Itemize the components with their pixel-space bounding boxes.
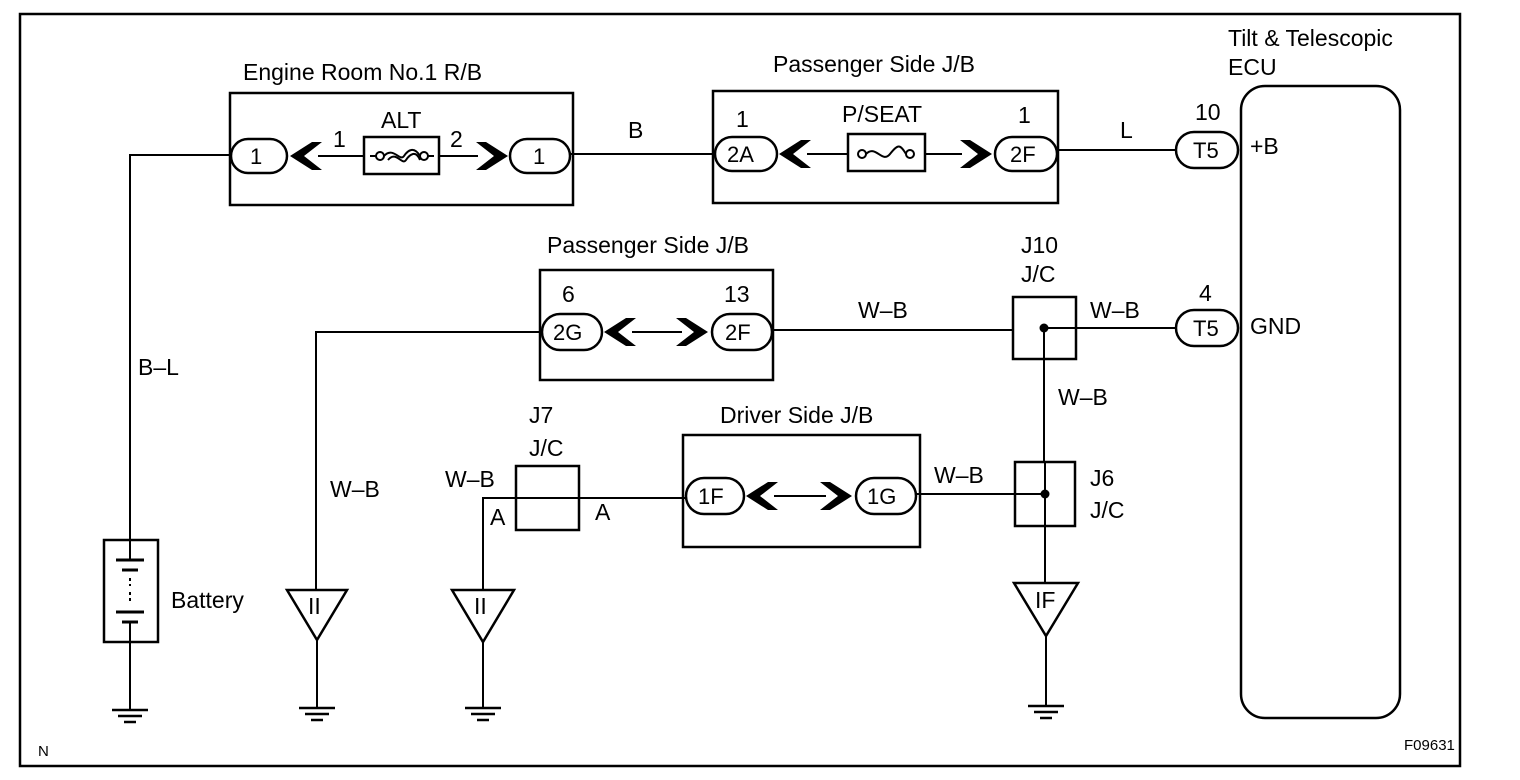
connector-dj-1g-label: 1G bbox=[867, 484, 896, 509]
wire-label-wb-left: W–B bbox=[330, 476, 380, 502]
ground-symbol-battery bbox=[112, 708, 148, 724]
alt-pin-in: 1 bbox=[333, 126, 346, 152]
connector-ecu-t5-bottom bbox=[1174, 308, 1240, 348]
connector-pj-2g bbox=[540, 312, 604, 352]
wire-b-l bbox=[129, 154, 233, 540]
ecu-terminal-plus-b: +B bbox=[1250, 133, 1279, 159]
chevron-pj-mid-right bbox=[676, 318, 708, 346]
j6-label-line2: J/C bbox=[1090, 497, 1125, 523]
chevron-pj-left bbox=[779, 140, 811, 168]
connector-dj-1g bbox=[854, 476, 918, 516]
ground-point-ii-mid-label: II bbox=[474, 593, 487, 619]
ground-symbol-if bbox=[1028, 704, 1064, 720]
j7-pin-a-right: A bbox=[595, 499, 611, 525]
j6-label-line1: J6 bbox=[1090, 465, 1114, 491]
connector-pj-2a bbox=[713, 135, 779, 173]
connector-pj-2f-top-label: 2F bbox=[1010, 142, 1036, 167]
pj-2f-mid-pin: 13 bbox=[724, 281, 750, 307]
connector-er-left bbox=[229, 137, 289, 175]
connector-pj-2a-label: 2A bbox=[727, 142, 754, 167]
j7-pin-a-left: A bbox=[490, 504, 506, 530]
passenger-jb-mid-box bbox=[538, 268, 775, 382]
connector-pj-2g-label: 2G bbox=[553, 320, 582, 345]
ecu-box bbox=[1239, 84, 1402, 720]
connector-dj-1f bbox=[684, 476, 746, 516]
connector-pj-2f-mid bbox=[710, 312, 774, 352]
driver-jb-box bbox=[681, 433, 922, 549]
driver-jb-title: Driver Side J/B bbox=[720, 402, 873, 428]
chevron-dj-left bbox=[746, 482, 778, 510]
ecu-title-line2: ECU bbox=[1228, 54, 1277, 80]
chevron-er-left bbox=[290, 142, 322, 170]
pj-2f-pin: 1 bbox=[1018, 102, 1031, 128]
ecu-gnd-pin: 4 bbox=[1199, 280, 1212, 306]
wire-label-l: L bbox=[1120, 117, 1133, 143]
j7-label-line2: J/C bbox=[529, 435, 564, 461]
figure-id: F09631 bbox=[1404, 737, 1455, 754]
chevron-pj-right bbox=[960, 140, 992, 168]
pj-2g-pin: 6 bbox=[562, 281, 575, 307]
connector-er-right bbox=[508, 137, 572, 175]
ground-point-if-label: IF bbox=[1035, 587, 1055, 613]
fuse-alt-label: ALT bbox=[381, 107, 421, 133]
j10-label-line2: J/C bbox=[1021, 261, 1056, 287]
pj-2a-pin: 1 bbox=[736, 106, 749, 132]
ground-symbol-ii-left bbox=[299, 706, 335, 722]
wire-label-wb-top: W–B bbox=[858, 297, 908, 323]
corner-mark-n: N bbox=[38, 743, 49, 760]
chevron-pj-mid-left bbox=[604, 318, 636, 346]
ground-point-ii-left-label: II bbox=[308, 593, 321, 619]
diagram-frame bbox=[18, 12, 1462, 768]
engine-room-rb-box bbox=[228, 91, 575, 207]
wire-wb-left bbox=[315, 331, 544, 592]
wire-label-wb-j7: W–B bbox=[445, 466, 495, 492]
connector-er-left-label: 1 bbox=[250, 144, 262, 169]
passenger-jb-top-title: Passenger Side J/B bbox=[773, 51, 975, 77]
ground-point-if bbox=[1011, 581, 1081, 639]
connector-dj-1f-label: 1F bbox=[698, 484, 724, 509]
ground-point-ii-left bbox=[284, 588, 350, 643]
alt-pin-out: 2 bbox=[450, 126, 463, 152]
connector-ecu-t5-top bbox=[1174, 130, 1240, 170]
passenger-jb-mid-title: Passenger Side J/B bbox=[547, 232, 749, 258]
chevron-er-right bbox=[476, 142, 508, 170]
fuse-p-seat bbox=[846, 132, 927, 173]
wire-label-b: B bbox=[628, 117, 643, 143]
ground-point-ii-mid bbox=[449, 588, 517, 645]
j7-label-line1: J7 bbox=[529, 402, 553, 428]
chevron-dj-right bbox=[820, 482, 852, 510]
ecu-b-pin: 10 bbox=[1195, 99, 1221, 125]
ecu-title-line1: Tilt & Telescopic bbox=[1228, 25, 1393, 51]
connector-er-right-label: 1 bbox=[533, 144, 545, 169]
battery-label: Battery bbox=[171, 587, 244, 613]
passenger-jb-top-box bbox=[711, 89, 1060, 205]
wire-label-wb-vertical: W–B bbox=[1058, 384, 1108, 410]
ground-symbol-ii-mid bbox=[465, 706, 501, 722]
connector-pj-2f-top bbox=[993, 135, 1059, 173]
ecu-terminal-gnd: GND bbox=[1250, 313, 1301, 339]
connector-ecu-t5-bottom-label: T5 bbox=[1193, 316, 1219, 341]
j10-label-line1: J10 bbox=[1021, 232, 1058, 258]
wire-label-b-l: B–L bbox=[138, 354, 179, 380]
connector-pj-2f-mid-label: 2F bbox=[725, 320, 751, 345]
engine-room-rb-title: Engine Room No.1 R/B bbox=[243, 59, 482, 85]
wire-j7-ground bbox=[482, 497, 516, 590]
wire-label-wb-j6: W–B bbox=[934, 462, 984, 488]
wire-label-wb-ecu: W–B bbox=[1090, 297, 1140, 323]
connector-ecu-t5-top-label: T5 bbox=[1193, 138, 1219, 163]
fuse-p-seat-label: P/SEAT bbox=[842, 101, 922, 127]
